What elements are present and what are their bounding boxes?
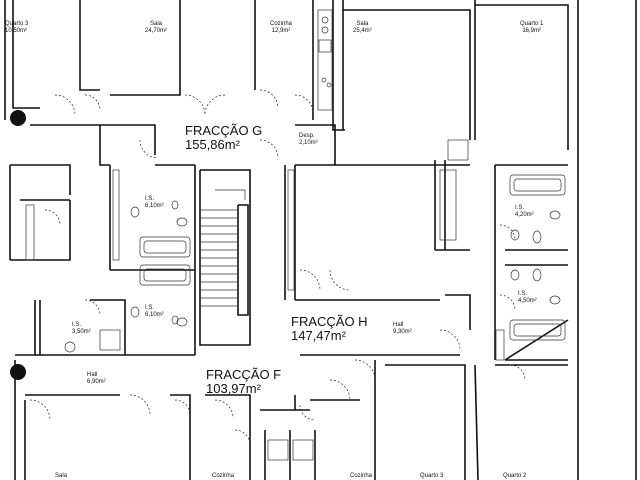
fixtures xyxy=(25,9,566,461)
room-name: Cozinha xyxy=(212,473,235,479)
room-label: I.S. 4,20m² xyxy=(515,205,534,219)
room-label: Quarto 1 16,9m² xyxy=(520,21,543,35)
room-label: Cozinha xyxy=(212,473,234,480)
room-area: 16,9m² xyxy=(522,28,542,34)
room-area: 4,20m² xyxy=(515,212,534,218)
room-label: Sala xyxy=(55,473,67,480)
room-area: 2,10m² xyxy=(299,140,318,146)
room-name: Hall xyxy=(393,322,404,328)
room-name: Hall xyxy=(87,372,98,378)
room-name: I.S. xyxy=(72,322,82,328)
room-area: 9,30m² xyxy=(393,329,412,335)
fraction-area: 147,47m² xyxy=(291,328,346,343)
fraction-label: FRACÇÃO F 103,97m² xyxy=(206,368,281,396)
room-name: I.S. xyxy=(145,305,155,311)
room-label: Cozinha 12,9m² xyxy=(270,21,292,35)
fraction-name: FRACÇÃO G xyxy=(185,123,263,138)
room-name: Sala xyxy=(356,21,369,27)
room-area: 24,70m² xyxy=(145,28,168,34)
room-name: Quarto 1 xyxy=(520,21,544,27)
room-label: I.S. 6,10m² xyxy=(145,196,164,210)
fraction-name: FRACÇÃO H xyxy=(291,314,368,329)
room-label: Hall 9,30m² xyxy=(393,322,412,336)
room-name: Quarto 3 xyxy=(420,473,444,479)
room-label: Quarto 3 xyxy=(420,473,443,480)
room-name: I.S. xyxy=(518,291,528,297)
fraction-name: FRACÇÃO F xyxy=(206,367,282,382)
room-label: I.S. 4,50m² xyxy=(518,291,537,305)
room-area: 10,50m² xyxy=(5,28,28,34)
room-name: I.S. xyxy=(145,196,155,202)
fraction-label: FRACÇÃO H 147,47m² xyxy=(291,315,368,343)
room-name: Desp. xyxy=(299,133,315,139)
stair-treads xyxy=(200,189,246,307)
fraction-area: 155,86m² xyxy=(185,137,240,152)
room-name: Cozinha xyxy=(270,21,293,27)
room-area: 12,9m² xyxy=(271,28,291,34)
exterior-walls xyxy=(4,0,637,480)
room-name: Cozinha xyxy=(350,473,373,479)
fraction-area: 103,97m² xyxy=(206,381,261,396)
room-label: Sala 24,70m² xyxy=(145,21,167,35)
room-name: Quarto 3 xyxy=(5,21,29,27)
room-area: 6,10m² xyxy=(145,312,164,318)
room-label: Quarto 2 xyxy=(503,473,526,480)
room-name: Sala xyxy=(55,473,68,479)
marker-dot xyxy=(10,364,26,380)
room-label: Quarto 3 10,50m² xyxy=(5,21,28,35)
fraction-label: FRACÇÃO G 155,86m² xyxy=(185,124,262,152)
room-label: I.S. 3,50m² xyxy=(72,322,91,336)
room-area: 3,50m² xyxy=(72,329,91,335)
room-label: Hall 6,90m² xyxy=(87,372,106,386)
room-name: I.S. xyxy=(515,205,525,211)
room-label: Desp. 2,10m² xyxy=(299,133,318,147)
room-label: I.S. 6,10m² xyxy=(145,305,164,319)
room-area: 25,4m² xyxy=(353,28,372,34)
room-label: Sala 25,4m² xyxy=(353,21,372,35)
room-area: 6,10m² xyxy=(145,203,164,209)
room-area: 6,90m² xyxy=(87,379,106,385)
room-area: 4,50m² xyxy=(518,298,537,304)
room-label: Cozinha xyxy=(350,473,372,480)
door-swings xyxy=(29,89,526,446)
marker-dot xyxy=(10,110,26,126)
room-name: Quarto 2 xyxy=(503,473,527,479)
room-name: Sala xyxy=(150,21,163,27)
